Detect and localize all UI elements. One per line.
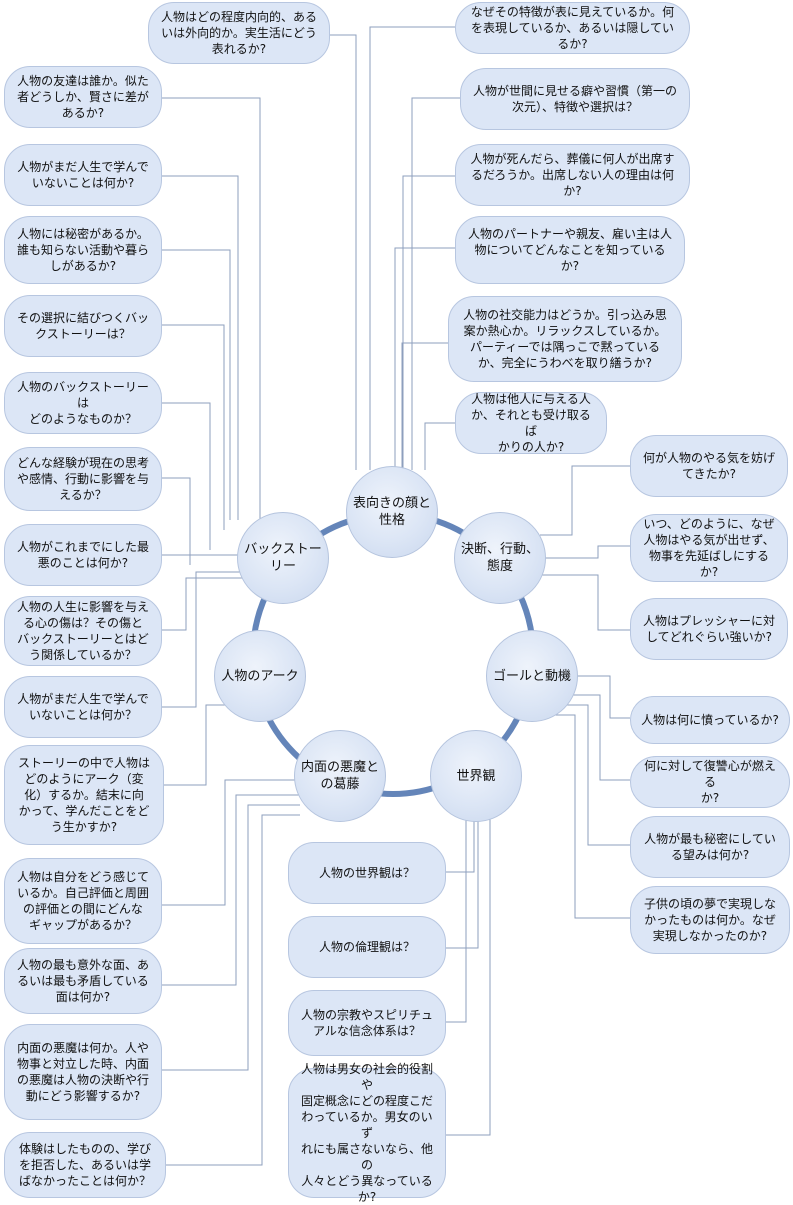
question-box: 人物の倫理観は？ — [288, 916, 446, 978]
question-box: 人物がまだ人生で学んで いないことは何か? — [4, 144, 162, 206]
question-box: 人物の社交能力はどうか。引っ込み思 案か熱心か。リラックスしているか。 パーティ… — [448, 296, 682, 382]
question-box: 人物がまだ人生で学んで いないことは何か？ — [4, 676, 162, 738]
node-persona: 表向きの顔と 性格 — [346, 466, 438, 558]
question-box: 人物のパートナーや親友、雇い主は人 物についてどんなことを知っている か? — [455, 216, 685, 284]
question-box: 人物は男女の社会的役割や 固定概念にどの程度こだ わっているか。男女のいず れに… — [288, 1062, 446, 1204]
question-box: 人物は他人に与える人 か、それとも受け取るば かりの人か? — [455, 392, 607, 454]
question-box: 人物の世界観は？ — [288, 842, 446, 904]
node-worldview: 世界観 — [430, 730, 522, 822]
question-box: 人物のバックストーリーは どのようなものか？ — [4, 372, 162, 434]
question-box: 体験はしたものの、学び を拒否した、あるいは学 ばなかったことは何か？ — [4, 1132, 166, 1198]
question-box: 人物が世間に見せる癖や習慣（第一の 次元）、特徴や選択は？ — [460, 68, 690, 130]
question-box: 人物が最も秘密にしてい る望みは何か? — [630, 816, 790, 878]
question-box: 何が人物のやる気を妨げ てきたか? — [630, 435, 788, 497]
question-box: その選択に結びつくバッ クストーリーは？ — [4, 295, 162, 357]
question-box: いつ、どのように、なぜ 人物はやる気が出せず、 物事を先延ばしにするか? — [630, 514, 788, 582]
question-box: 人物の宗教やスピリチュ アルな信念体系は？ — [288, 990, 446, 1056]
question-box: 何に対して復讐心が燃える か? — [630, 756, 790, 808]
question-box: 人物の友達は誰か。似た 者どうしか、賢さに差が あるか? — [4, 66, 162, 128]
node-decision: 決断、行動、 態度 — [454, 512, 546, 604]
question-box: 内面の悪魔は何か。人や 物事と対立した時、内面 の悪魔は人物の決断や行 動にどう… — [4, 1024, 162, 1120]
question-box: 人物の人生に影響を与え る心の傷は？その傷と バックストーリーとはど う関係して… — [4, 596, 162, 666]
node-arc: 人物のアーク — [214, 630, 306, 722]
node-goal: ゴールと動機 — [486, 630, 578, 722]
question-box: 人物はどの程度内向的、ある いは外向的か。実生活にどう 表れるか? — [148, 2, 330, 64]
question-box: 人物はプレッシャーに対 してどれぐらい強いか? — [630, 598, 788, 660]
question-box: なぜその特徴が表に見えているか。何 を表現しているか、あるいは隠してい るか? — [455, 2, 690, 54]
node-inner-demon: 内面の悪魔と の葛藤 — [294, 730, 386, 822]
question-box: どんな経験が現在の思考 や感情、行動に影響を与 えるか？ — [4, 447, 162, 511]
question-box: 人物は何に憤っているか? — [630, 696, 790, 744]
question-box: 人物が死んだら、葬儀に何人が出席す るだろうか。出席しない人の理由は何 か? — [455, 144, 690, 206]
question-box: 人物の最も意外な面、あ るいは最も矛盾している 面は何か? — [4, 948, 162, 1014]
connector-lines — [160, 26, 630, 1166]
question-box: 人物がこれまでにした最 悪のことは何か? — [4, 524, 162, 586]
question-box: 人物は自分をどう感じて いるか。自己評価と周囲 の評価との間にどんな ギャップが… — [4, 858, 162, 944]
question-box: 人物には秘密があるか。 誰も知らない活動や暮ら しがあるか? — [4, 216, 162, 284]
question-box: 子供の頃の夢で実現しな かったものは何か。なぜ 実現しなかったのか? — [630, 886, 790, 954]
node-backstory: バックストー リー — [237, 512, 329, 604]
question-box: ストーリーの中で人物は どのようにアーク（変 化）するか。結末に向 かって、学ん… — [4, 745, 164, 845]
